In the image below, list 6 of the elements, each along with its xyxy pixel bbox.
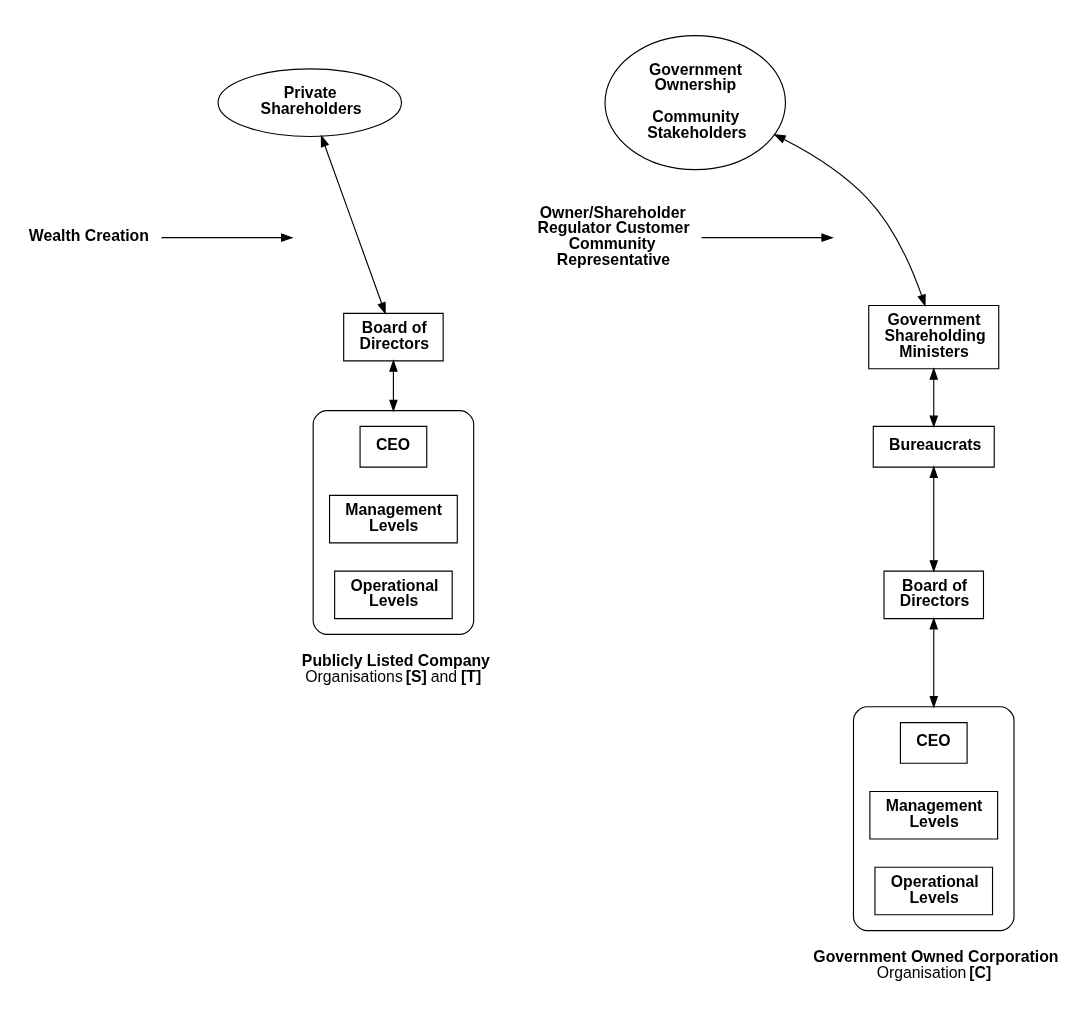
- node-label: Organisations [S] and [T]: [305, 668, 482, 686]
- node-label: Organisation [C]: [876, 964, 992, 982]
- node-label: Government Owned Corporation: [813, 948, 1059, 966]
- node-text: Wealth Creation: [28, 226, 149, 244]
- node-text: Owner/Shareholder Regulator Customer Community Representative: [537, 203, 690, 268]
- node-label: Publicly Listed Company: [301, 652, 490, 670]
